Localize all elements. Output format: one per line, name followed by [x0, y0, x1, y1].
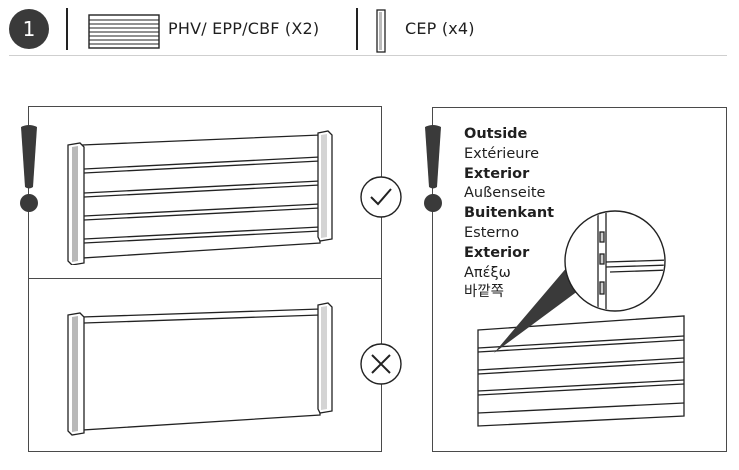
label-outside-es: Exterior — [464, 165, 530, 182]
incorrect-panel-illustration — [67, 302, 333, 436]
step-number-badge: 1 — [9, 9, 49, 49]
label-outside-nl: Buitenkant — [464, 205, 555, 222]
panel-divider — [28, 278, 382, 280]
header-separator — [356, 8, 358, 50]
part-a-label: PHV/ EPP/CBF (X2) — [168, 19, 320, 38]
label-outside-en: Outside — [464, 126, 528, 142]
part-b-label: CEP (x4) — [405, 19, 475, 38]
label-outside-pt: Exterior — [464, 244, 530, 261]
cross-circle-icon — [360, 343, 402, 385]
post-profile-icon — [376, 9, 386, 53]
label-outside-de: Außenseite — [464, 185, 546, 202]
outside-face-illustration — [477, 210, 685, 427]
label-outside-ko: 바깥쪽 — [464, 284, 505, 301]
correct-panel-illustration — [67, 130, 333, 265]
label-outside-fr: Extérieure — [464, 145, 540, 162]
header-divider — [9, 55, 727, 56]
exclamation-mark-icon — [424, 125, 442, 212]
check-circle-icon — [360, 176, 402, 218]
label-outside-el: Απέξω — [464, 264, 511, 281]
header-separator — [66, 8, 68, 50]
label-outside-it: Esterno — [464, 224, 520, 241]
exclamation-mark-icon — [20, 125, 38, 212]
step-number: 1 — [22, 17, 36, 41]
slatted-panel-icon — [88, 14, 160, 49]
outside-translations: Outside Extérieure Exterior Außenseite B… — [464, 125, 554, 303]
outside-face-panel — [432, 107, 727, 452]
